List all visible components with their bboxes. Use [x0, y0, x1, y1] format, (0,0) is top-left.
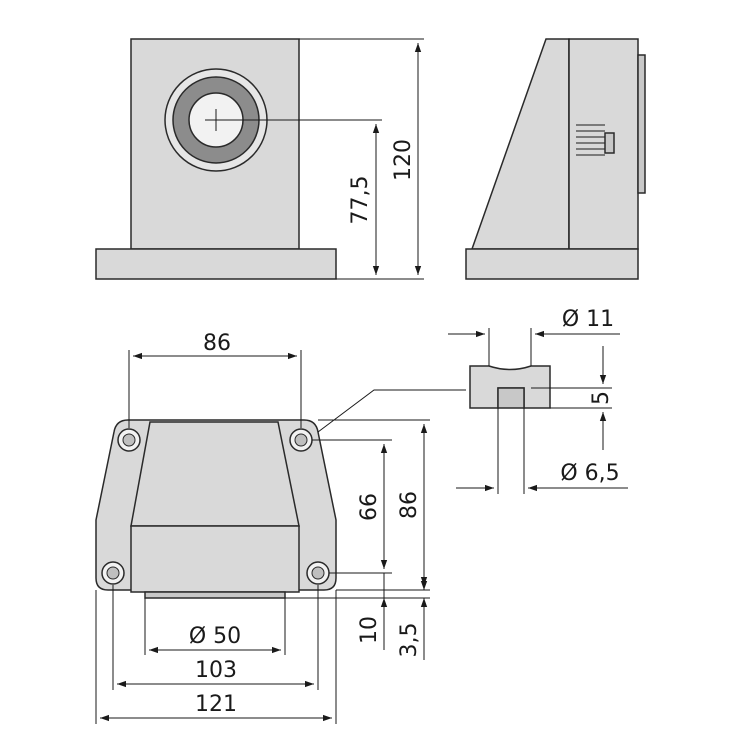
- dim-86-right: 86: [397, 491, 422, 519]
- dim-86-top: 86: [203, 331, 231, 356]
- dim-3-5: 3,5: [397, 623, 422, 658]
- side-view: [465, 38, 646, 280]
- front-base-plate: [95, 248, 337, 280]
- dim-depth-5: 5: [589, 391, 614, 405]
- dim-103: 103: [195, 658, 237, 683]
- dim-diameter-50: Ø 50: [189, 624, 241, 649]
- dim-diameter-11: Ø 11: [562, 307, 614, 332]
- dim-77-5: 77,5: [348, 176, 373, 225]
- hole-detail: Ø 11 Ø 6,5 5: [317, 307, 628, 494]
- side-base-plate: [465, 248, 639, 280]
- side-magnet-face: [637, 54, 646, 194]
- side-housing: [568, 38, 639, 250]
- dim-121: 121: [195, 692, 237, 717]
- dim-10: 10: [357, 616, 382, 644]
- mounting-hole-bottom-right: [306, 561, 330, 585]
- mounting-hole-top-left: [117, 428, 141, 452]
- mounting-hole-bottom-left: [101, 561, 125, 585]
- mounting-hole-top-right: [289, 428, 313, 452]
- dim-diameter-6-5: Ø 6,5: [560, 461, 619, 486]
- side-bracket: [470, 38, 570, 250]
- top-magnet-lip: [144, 591, 286, 599]
- side-slot: [576, 124, 615, 156]
- dim-120: 120: [391, 139, 416, 181]
- top-housing-front: [130, 525, 300, 593]
- top-view: 86 66 86 10 3,5 Ø 50 103: [95, 331, 430, 724]
- front-view: 77,5 120: [95, 38, 424, 280]
- dim-66: 66: [357, 493, 382, 521]
- top-housing-slope: [130, 421, 300, 527]
